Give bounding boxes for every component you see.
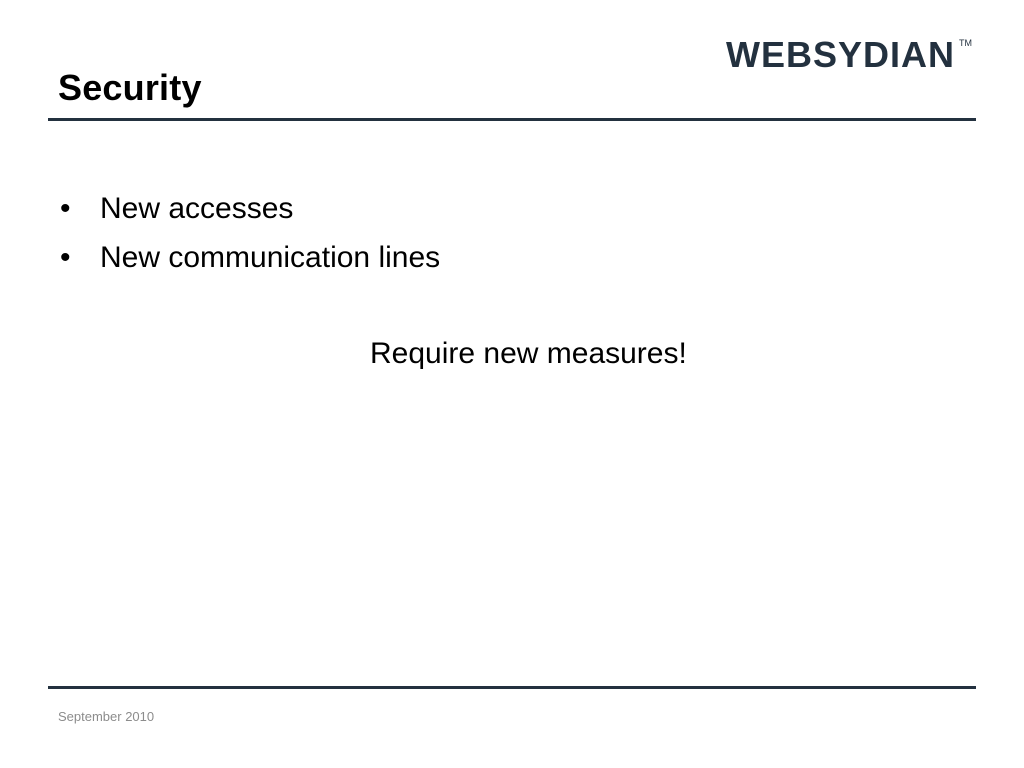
callout-text: Require new measures! [370,337,687,370]
websydian-logo: WEBSYDIAN TM [726,34,972,74]
bullet-icon: • [60,192,71,225]
bullet-list: • New accesses • New communication lines [58,184,440,282]
bullet-item: • New communication lines [58,233,440,282]
footer-divider [48,686,976,689]
footer-date: September 2010 [58,709,155,724]
bullet-text: New communication lines [100,241,441,274]
header-divider [48,118,976,121]
slide-title: Security [58,67,202,108]
logo-text: WEBSYDIAN [726,34,955,74]
logo-trademark: TM [959,38,972,48]
bullet-text: New accesses [100,192,294,225]
bullet-item: • New accesses [58,184,440,233]
bullet-icon: • [60,241,71,274]
